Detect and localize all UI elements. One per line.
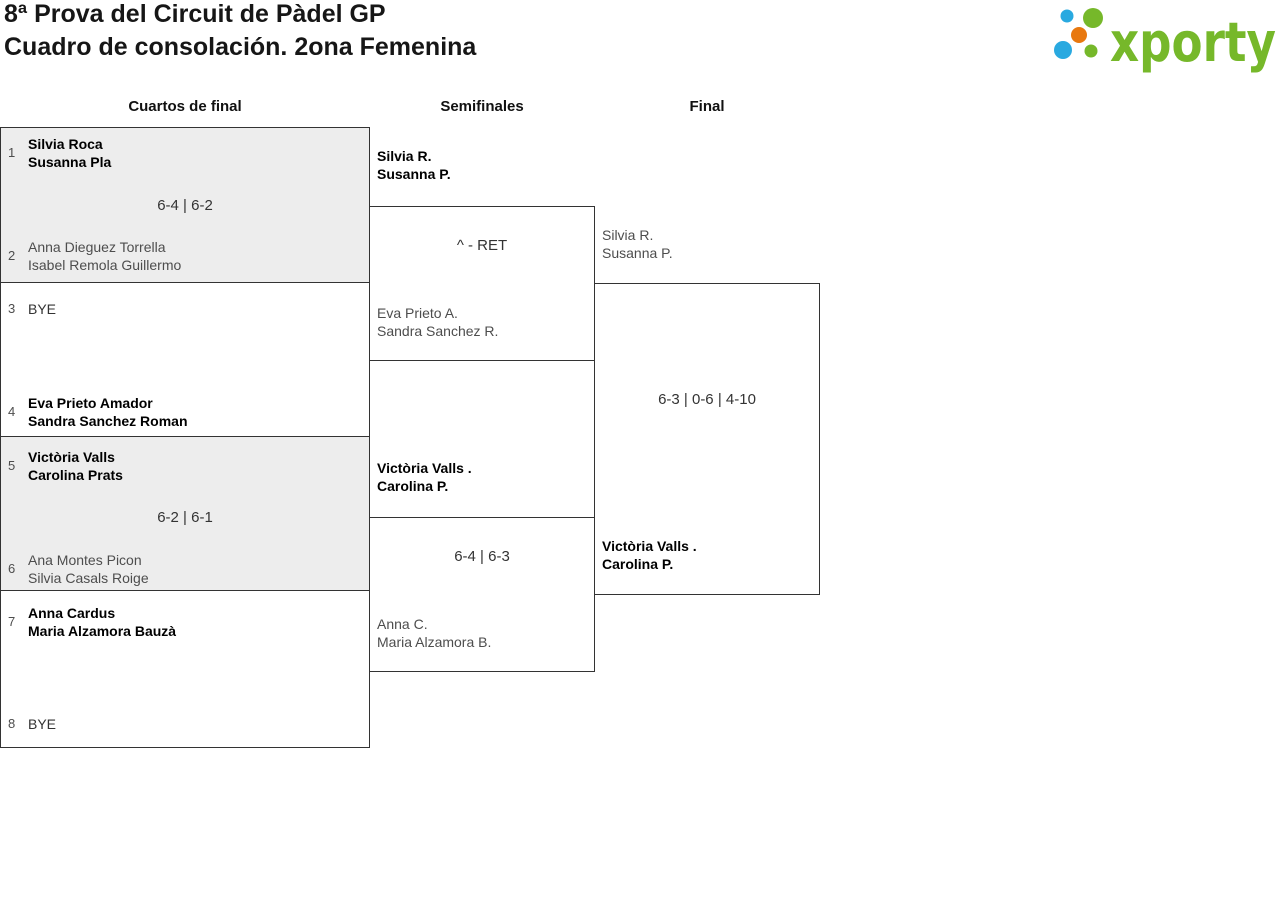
final-score: 6-3 | 0-6 | 4-10 <box>658 391 756 408</box>
player-name-line: Silvia Roca <box>28 136 103 152</box>
player-name-line: Silvia R. <box>602 227 654 243</box>
final-team-bottom: Victòria Valls . Carolina P. <box>602 537 697 573</box>
player-name-line: Sandra Sanchez R. <box>377 323 499 339</box>
logo-dot-blue-small-icon <box>1060 9 1074 23</box>
round-header-semifinales: Semifinales <box>440 98 524 115</box>
logo-dot-green-small-icon <box>1084 44 1098 58</box>
sf1-team-top: Silvia R. Susanna P. <box>377 147 451 183</box>
title-line-2: Cuadro de consolación. 2ona Femenina <box>4 33 477 61</box>
round-header-cuartos: Cuartos de final <box>128 98 242 115</box>
qf1-match-box <box>0 127 370 283</box>
logo-dot-blue-large-icon <box>1054 41 1072 59</box>
player-name-line: Susanna Pla <box>28 154 112 170</box>
qf2-seed-bottom: 4 <box>8 404 16 419</box>
qf2-seed-top: 3 <box>8 301 16 316</box>
qf3-team-top: Victòria Valls Carolina Prats <box>28 448 123 484</box>
player-name-line: Maria Alzamora Bauzà <box>28 623 177 639</box>
sf2-score: 6-4 | 6-3 <box>454 548 510 565</box>
xporty-logo[interactable]: xporty <box>1048 4 1280 76</box>
player-name-line: Anna Dieguez Torrella <box>28 239 166 255</box>
player-name-line: Susanna P. <box>602 245 673 261</box>
qf1-score: 6-4 | 6-2 <box>157 197 213 214</box>
player-name-line: Susanna P. <box>377 166 451 182</box>
final-team-top: Silvia R. Susanna P. <box>602 226 673 262</box>
player-name-line: BYE <box>28 301 57 317</box>
tournament-title: 8ª Prova del Circuit de Pàdel GP Cuadro … <box>4 0 476 64</box>
player-name-line: Maria Alzamora B. <box>377 634 492 650</box>
player-name-line: Anna C. <box>377 616 428 632</box>
sf1-score: ^ - RET <box>456 237 508 254</box>
player-name-line: Victòria Valls . <box>377 460 472 476</box>
qf2-team-top: BYE <box>28 300 56 318</box>
qf3-team-bottom: Ana Montes Picon Silvia Casals Roige <box>28 551 149 587</box>
qf2-team-bottom: Eva Prieto Amador Sandra Sanchez Roman <box>28 394 188 430</box>
qf4-team-bottom: BYE <box>28 715 56 733</box>
qf3-seed-bottom: 6 <box>8 561 16 576</box>
sf1-team-bottom: Eva Prieto A. Sandra Sanchez R. <box>377 304 498 340</box>
qf4-team-top: Anna Cardus Maria Alzamora Bauzà <box>28 604 176 640</box>
qf1-team-top: Silvia Roca Susanna Pla <box>28 135 111 171</box>
qf1-seed-bottom: 2 <box>8 248 16 263</box>
final-match-box <box>594 283 820 595</box>
logo-dot-green-large-icon <box>1083 8 1103 28</box>
qf1-seed-top: 1 <box>8 145 16 160</box>
player-name-line: Isabel Remola Guillermo <box>28 257 182 273</box>
player-name-line: Silvia R. <box>377 148 432 164</box>
qf3-seed-top: 5 <box>8 458 16 473</box>
logo-wordmark: xporty <box>1110 11 1276 74</box>
player-name-line: Ana Montes Picon <box>28 552 142 568</box>
round-header-final: Final <box>689 98 725 115</box>
logo-dot-orange-icon <box>1071 27 1087 43</box>
player-name-line: Victòria Valls . <box>602 538 697 554</box>
player-name-line: Victòria Valls <box>28 449 115 465</box>
qf3-score: 6-2 | 6-1 <box>157 509 213 526</box>
qf4-seed-top: 7 <box>8 614 16 629</box>
sf2-team-bottom: Anna C. Maria Alzamora B. <box>377 615 491 651</box>
player-name-line: Anna Cardus <box>28 605 116 621</box>
qf3-match-box <box>0 436 370 591</box>
player-name-line: Carolina P. <box>377 478 449 494</box>
player-name-line: BYE <box>28 716 57 732</box>
player-name-line: Silvia Casals Roige <box>28 570 149 586</box>
player-name-line: Eva Prieto Amador <box>28 395 153 411</box>
player-name-line: Carolina P. <box>602 556 674 572</box>
player-name-line: Sandra Sanchez Roman <box>28 413 188 429</box>
player-name-line: Eva Prieto A. <box>377 305 458 321</box>
sf2-team-top: Victòria Valls . Carolina P. <box>377 459 472 495</box>
qf4-seed-bottom: 8 <box>8 716 16 731</box>
qf1-team-bottom: Anna Dieguez Torrella Isabel Remola Guil… <box>28 238 181 274</box>
player-name-line: Carolina Prats <box>28 467 123 483</box>
title-line-1: 8ª Prova del Circuit de Pàdel GP <box>4 0 386 28</box>
